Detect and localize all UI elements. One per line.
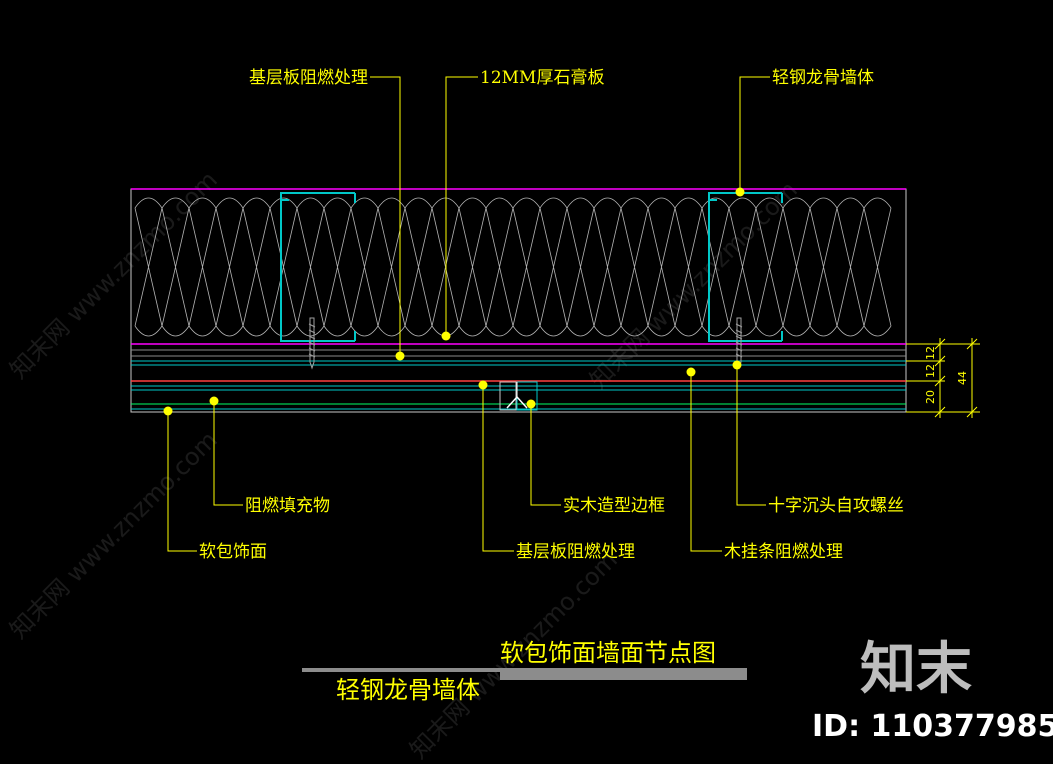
title-underline-bar: [500, 672, 747, 680]
callout-light-steel-wall: 轻钢龙骨墙体: [772, 68, 874, 88]
watermark-logo: 知末: [860, 637, 972, 702]
screw-left: [308, 317, 316, 370]
watermark-id: ID: 1103779856: [812, 709, 1053, 744]
callout-soft-finish: 软包饰面: [199, 542, 267, 562]
callout-leaders: [167, 76, 770, 552]
steel-stud-right: [708, 192, 783, 342]
dimension-label: 20: [924, 390, 937, 404]
title-underline: [302, 668, 747, 672]
callout-filler: 阻燃填充物: [245, 496, 330, 516]
insulation-batt: [134, 197, 892, 337]
watermark-diagonal-text: 知末网 www.znzmo.com: [4, 426, 222, 644]
dimension-label: 12: [924, 364, 937, 378]
drawing-subtitle: 轻钢龙骨墙体: [336, 676, 480, 704]
callout-screw: 十字沉头自攻螺丝: [768, 496, 904, 516]
dimension-total-label: 44: [956, 371, 969, 385]
callout-base-board-top: 基层板阻燃处理: [249, 68, 368, 88]
callout-dots: [163, 187, 745, 416]
drawing-title: 软包饰面墙面节点图: [500, 639, 716, 667]
dimension-chain: [906, 338, 980, 418]
insulation-fill: [134, 197, 892, 337]
callout-wood-frame: 实木造型边框: [563, 496, 665, 516]
wood-frame-joint: [499, 381, 538, 411]
callout-base-board-bottom: 基层板阻燃处理: [516, 542, 635, 562]
steel-stud-left: [280, 192, 356, 342]
callout-wood-strip: 木挂条阻燃处理: [724, 542, 843, 562]
dimension-label: 12: [924, 346, 937, 360]
callout-gypsum-board: 12MM厚石膏板: [480, 67, 604, 88]
wall-section: [130, 188, 907, 413]
watermark-diagonal-text: 知末网 www.znzmo.com: [4, 166, 222, 384]
